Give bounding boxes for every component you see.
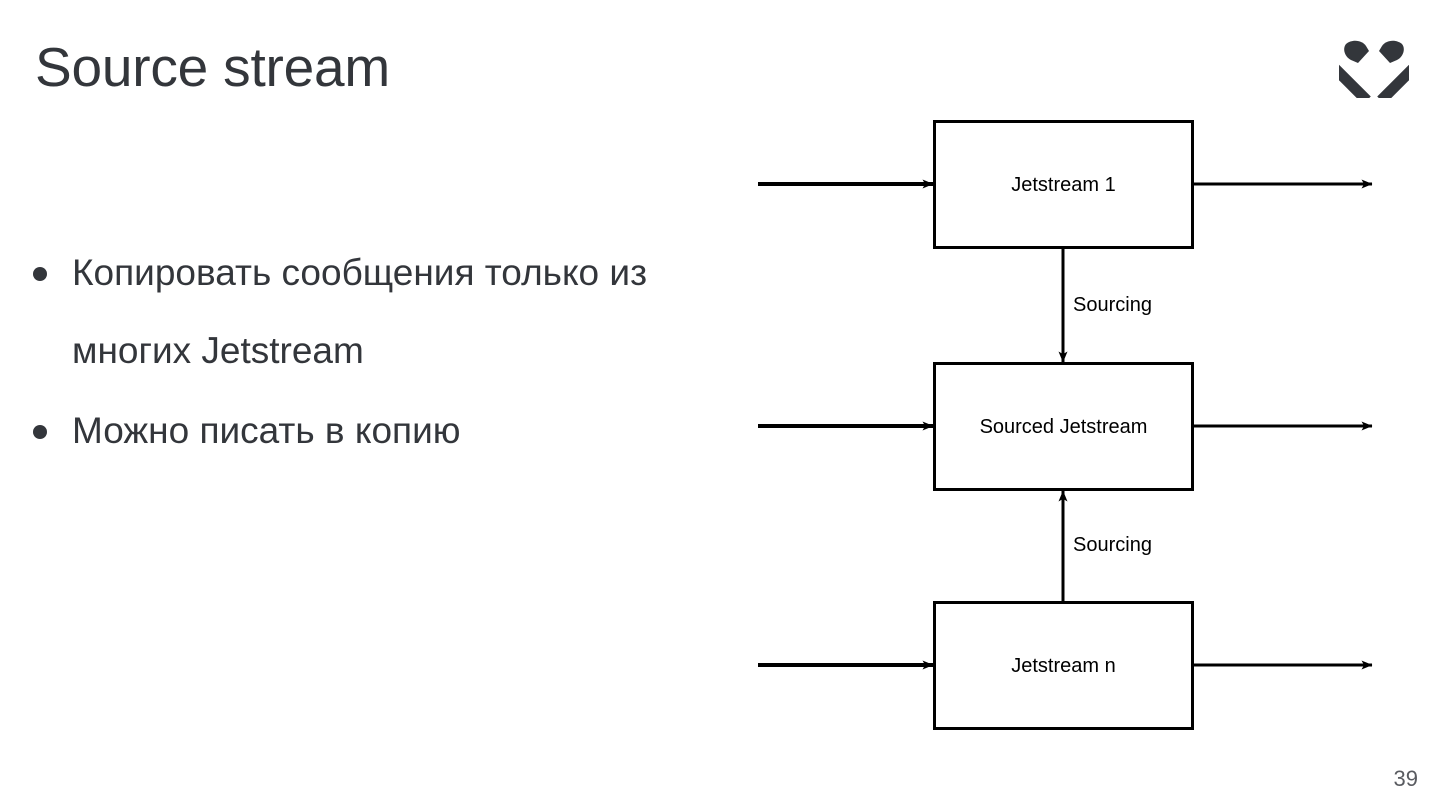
node-jetstream-1: Jetstream 1 (933, 120, 1194, 249)
bullet-list: Копировать сообщения только из многих Je… (28, 234, 718, 472)
list-item: Копировать сообщения только из многих Je… (28, 234, 718, 390)
list-item-label: Копировать сообщения только из многих Je… (72, 252, 648, 371)
edge-label-sourcing-bottom: Sourcing (1073, 534, 1152, 556)
edge-label-sourcing-top: Sourcing (1073, 294, 1152, 316)
page-title: Source stream (35, 36, 391, 98)
block-flow-diagram: Jetstream 1 Sourced Jetstream Jetstream … (740, 105, 1400, 755)
list-item-label: Можно писать в копию (72, 410, 461, 451)
diagram-connectors (758, 179, 1373, 670)
list-item: Можно писать в копию (28, 392, 718, 470)
crossed-hammers-logo (1326, 36, 1422, 105)
page-number: 39 (1393, 766, 1418, 791)
node-sourced-jetstream: Sourced Jetstream (933, 362, 1194, 491)
bullet-dot-icon (33, 425, 47, 439)
node-jetstream-n: Jetstream n (933, 601, 1194, 730)
bullet-dot-icon (33, 267, 47, 281)
